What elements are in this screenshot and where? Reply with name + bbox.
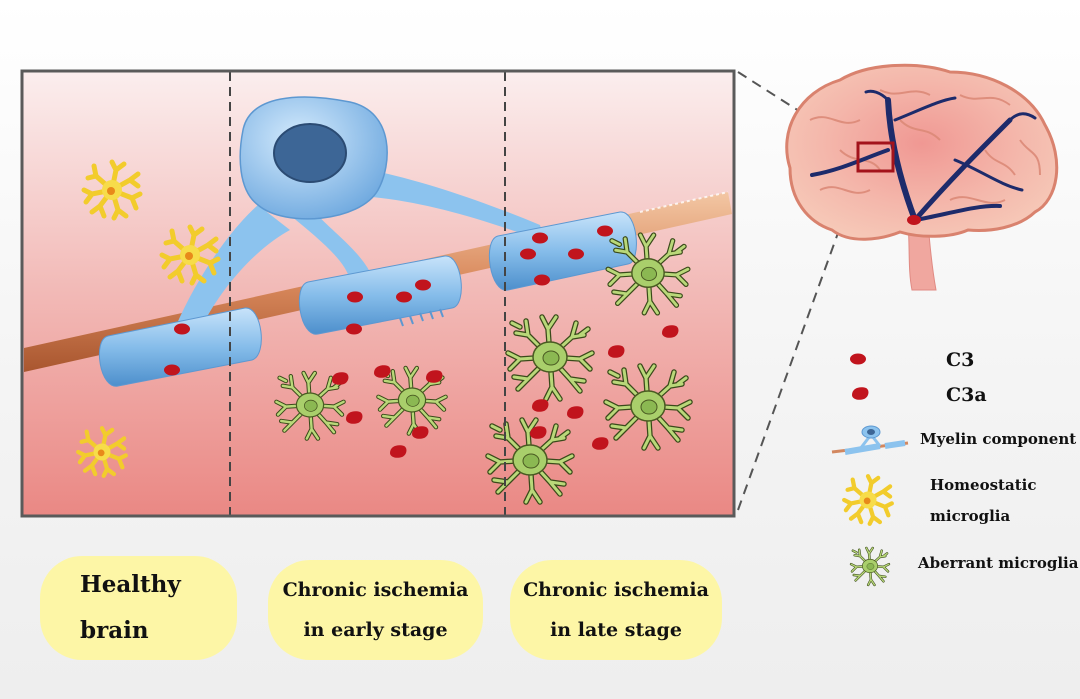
stage-label-line: Healthy	[80, 571, 181, 598]
legend	[831, 353, 909, 587]
zoom-line-bottom	[737, 171, 861, 511]
stage-panel	[20, 69, 736, 518]
brain-vessels	[810, 89, 1037, 223]
oligodendrocyte	[175, 96, 545, 330]
stage-label-line: in early stage	[303, 619, 448, 641]
stage-label-healthy: Healthy brain	[40, 556, 237, 660]
stage-label-line: Chronic ischemia	[523, 579, 709, 601]
brain-illustration	[785, 63, 1059, 291]
stage-label-line: brain	[80, 617, 149, 644]
legend-myelin-label: Myelin component	[920, 430, 1077, 448]
stage-label-early: Chronic ischemia in early stage	[268, 560, 483, 660]
stage-label-late: Chronic ischemia in late stage	[510, 560, 722, 660]
panel-border	[20, 69, 736, 518]
stage-label-line: in late stage	[550, 619, 682, 641]
legend-aberrant-icon	[849, 546, 891, 587]
legend-c3-icon	[850, 353, 866, 365]
legend-c3a-label: C3a	[946, 384, 987, 406]
legend-homeostatic-label-1: Homeostatic	[930, 476, 1037, 494]
legend-homeostatic-icon	[844, 476, 892, 524]
legend-myelin-icon	[831, 425, 909, 455]
zoom-region-box	[856, 141, 895, 173]
myelin-sheath-1	[98, 307, 262, 387]
stage-label-line: Chronic ischemia	[282, 579, 469, 601]
legend-c3-label: C3	[946, 349, 975, 371]
legend-c3a-icon	[852, 387, 869, 400]
legend-homeostatic-label-2: microglia	[930, 507, 1011, 525]
legend-aberrant-label: Aberrant microglia	[918, 554, 1079, 572]
myelin-sheath-2	[298, 255, 462, 335]
